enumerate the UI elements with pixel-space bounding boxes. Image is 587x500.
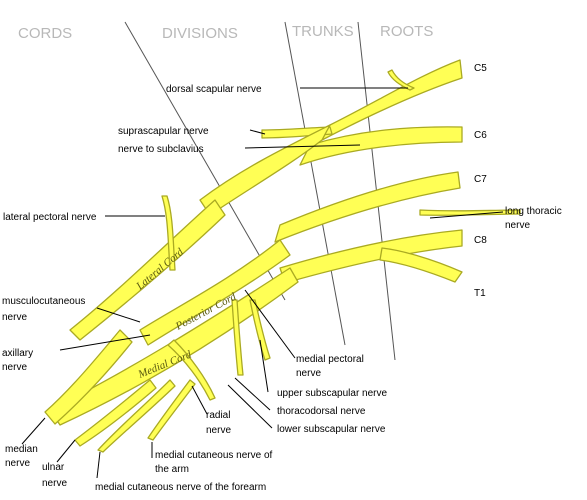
label-radial-1: radial (206, 410, 230, 421)
label-median-1: median (5, 444, 38, 455)
label-med-cut-arm-1: medial cutaneous nerve of (155, 450, 273, 461)
ulnar-nerve-branch (74, 379, 157, 447)
label-dorsal-scapular: dorsal scapular nerve (166, 84, 262, 95)
nerve-illustration (44, 59, 521, 453)
label-thoracodorsal: thoracodorsal nerve (277, 406, 366, 417)
leader-upper-subscapular (259, 339, 269, 393)
root-label-c7: C7 (474, 174, 487, 185)
label-medial-pectoral-1: medial pectoral (296, 354, 364, 365)
root-label-c6: C6 (474, 130, 487, 141)
label-subclavius: nerve to subclavius (118, 144, 204, 155)
leader-subclavius (244, 144, 361, 149)
label-lateral-pectoral: lateral pectoral nerve (3, 212, 97, 223)
leader-medial-pectoral (244, 289, 296, 359)
posterior-cord (139, 239, 291, 346)
label-median-2: nerve (5, 458, 30, 469)
lateral-pectoral-branch (161, 195, 176, 271)
label-lower-subscapular: lower subscapular nerve (277, 424, 386, 435)
med-cut-forearm-branch (97, 379, 176, 453)
label-suprascapular: suprascapular nerve (118, 126, 209, 137)
leader-med-cut-forearm (96, 451, 101, 479)
dorsal-scapular-branch (387, 69, 415, 91)
label-axillary-2: nerve (2, 362, 27, 373)
label-med-cut-arm-2: the arm (155, 464, 189, 475)
long-thoracic-branch (419, 209, 521, 216)
thoracodorsal-branch (249, 299, 271, 361)
root-label-c8: C8 (474, 235, 487, 246)
divider-cords-divisions (124, 21, 286, 301)
header-cords: CORDS (18, 25, 72, 42)
root-label-c5: C5 (474, 63, 487, 74)
leader-thoracodorsal (234, 377, 271, 411)
leader-ulnar (56, 439, 76, 463)
label-long-thoracic-1: long thoracic (505, 206, 562, 217)
leader-lines (21, 87, 504, 479)
label-long-thoracic-2: nerve (505, 220, 530, 231)
upper-trunk (199, 124, 331, 216)
root-label-t1: T1 (474, 288, 486, 299)
leader-lower-subscapular (227, 384, 273, 429)
med-cut-arm-branch (147, 379, 196, 441)
label-upper-subscapular: upper subscapular nerve (277, 388, 388, 399)
root-t1 (379, 247, 463, 283)
root-c7 (274, 171, 461, 243)
label-radial-2: nerve (206, 425, 231, 436)
leader-axillary (59, 334, 151, 351)
leader-long-thoracic (429, 211, 504, 219)
leader-median (21, 417, 46, 445)
label-med-cut-forearm: medial cutaneous nerve of the forearm (95, 482, 266, 493)
divider-divisions-trunks (284, 21, 346, 346)
subscapular-branches (231, 299, 244, 376)
label-musculocutaneous-1: musculocutaneous (2, 296, 85, 307)
label-axillary-1: axillary (2, 348, 33, 359)
leader-musculocutaneous (96, 307, 141, 323)
leader-suprascapular (249, 129, 266, 135)
label-medial-pectoral-2: nerve (296, 368, 321, 379)
header-trunks: TRUNKS (292, 23, 354, 40)
leader-radial (191, 385, 208, 415)
label-ulnar-1: ulnar (42, 462, 65, 473)
header-divisions: DIVISIONS (162, 25, 238, 42)
header-roots: ROOTS (380, 23, 433, 40)
label-musculocutaneous-2: nerve (2, 312, 27, 323)
label-ulnar-2: nerve (42, 478, 67, 489)
root-c8 (279, 229, 463, 284)
median-nerve-branch (44, 329, 133, 425)
radial-nerve-branch (167, 339, 216, 401)
root-c6 (299, 126, 463, 166)
